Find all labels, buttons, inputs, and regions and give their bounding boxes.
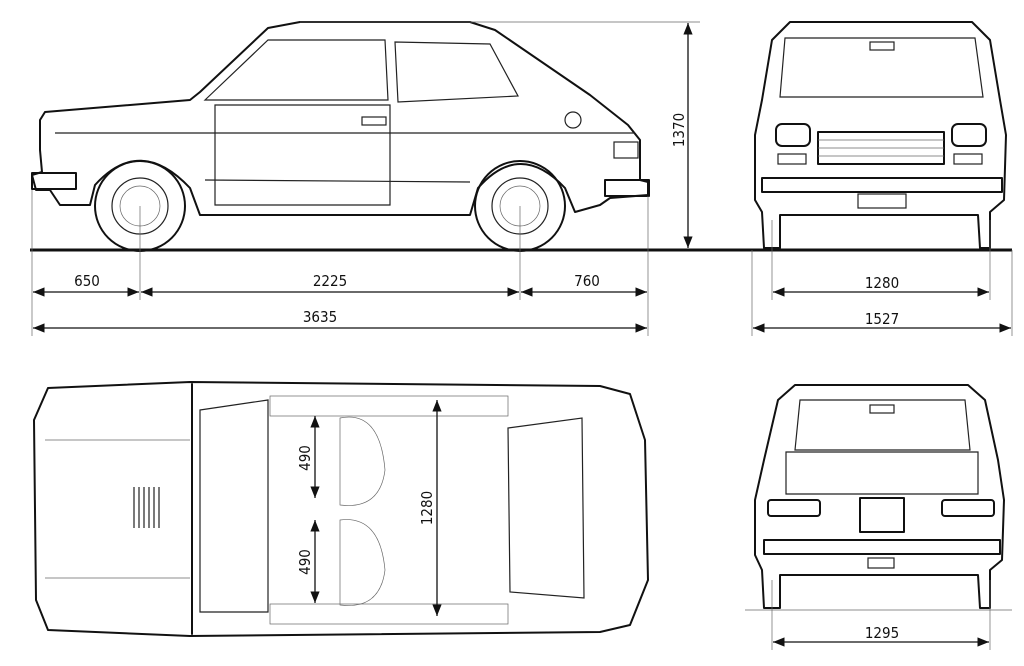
front-track-label: 1280 [865,274,899,292]
taillight-right [941,499,995,517]
front-window [203,39,389,101]
side-body-outline [31,21,649,216]
windshield [779,37,984,98]
taillight-left [767,499,821,517]
rear-track-label: 1295 [865,624,899,642]
front-seat-width-label: 490 [296,445,314,471]
engine-vents [133,487,160,528]
top-view: 490 490 1280 [33,381,649,637]
overall-height-label: 1370 [670,113,688,147]
rear-window-back [794,399,971,451]
overall-width-label: 1527 [865,310,899,328]
rear-overhang-label: 760 [574,272,600,290]
front-view: 1280 1527 [751,21,1013,336]
side-view: 650 2225 760 3635 1370 [30,21,1012,336]
windshield-top [199,399,269,613]
license-plate [859,497,905,533]
door-handle [361,116,387,126]
front-overhang-label: 650 [74,272,100,290]
rear-bumper [763,539,1001,555]
top-body-outline [33,381,649,637]
rear-window [394,41,519,103]
front-bumper [761,177,1003,193]
interior-width-label: 1280 [418,491,436,525]
wheelbase-label: 2225 [313,272,347,290]
door [214,104,391,206]
headlight-right [951,123,987,147]
headlight-left [775,123,811,147]
rear-seat-width-label: 490 [296,549,314,575]
rear-view: 1295 [745,384,1012,650]
fuel-cap [564,111,582,129]
overall-length-label: 3635 [303,308,337,326]
rear-window-top [507,417,585,599]
rear-body-outline [754,384,1005,609]
front-body-outline [754,21,1007,249]
